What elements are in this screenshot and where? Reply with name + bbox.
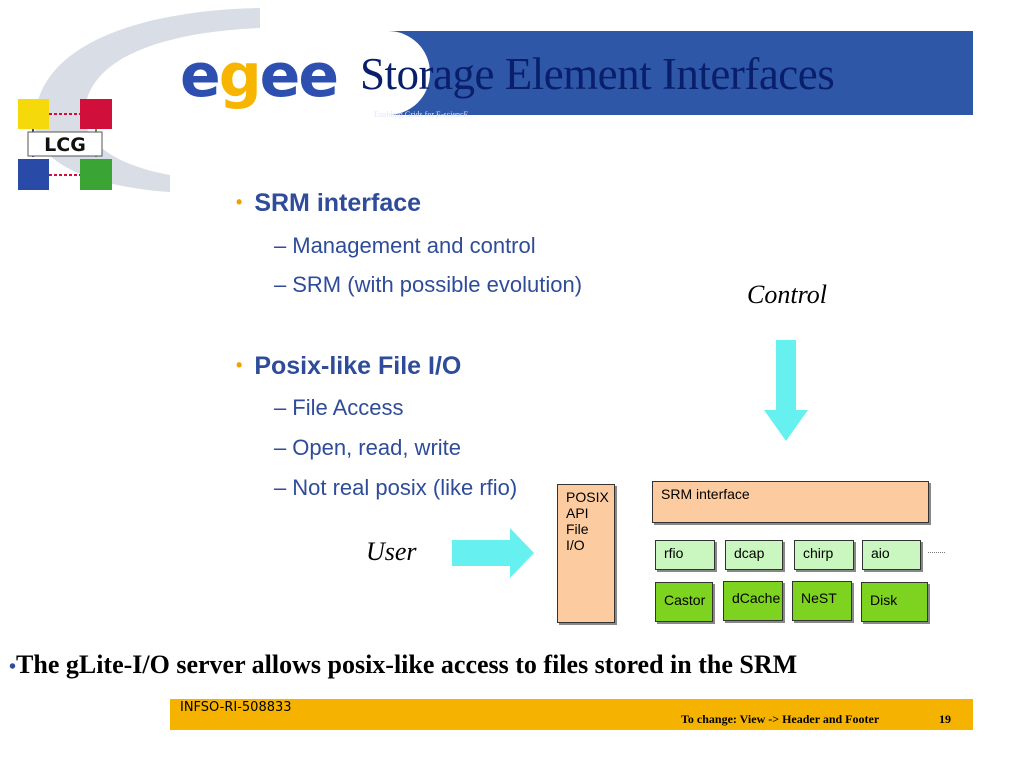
egee-logo: egee: [180, 41, 339, 111]
backend-castor-box: Castor: [655, 582, 713, 622]
posix-api-box: POSIX API File I/O: [557, 484, 615, 623]
dotted-continuation: [928, 552, 945, 553]
conclusion-statement: •The gLite-I/O server allows posix-like …: [9, 650, 798, 679]
slide-title: Storage Element Interfaces: [360, 49, 835, 99]
control-arrow-icon: [764, 340, 808, 441]
page-number: 19: [939, 712, 951, 726]
footer-bar: [170, 699, 973, 730]
user-label: User: [366, 537, 417, 566]
bullet-srm-interface: •SRM interface: [236, 189, 422, 217]
sub-bullet: –Management and control: [274, 233, 536, 258]
protocol-rfio-box: rfio: [655, 540, 715, 570]
title-bar: [330, 31, 973, 115]
srm-interface-box: SRM interface: [652, 481, 929, 523]
backend-nest-box: NeST: [792, 581, 852, 621]
title-logo-tab: [300, 31, 430, 115]
protocol-aio-box: aio: [862, 540, 921, 570]
backend-disk-box: Disk: [861, 582, 928, 622]
protocol-chirp-box: chirp: [794, 540, 854, 570]
sub-bullet: –File Access: [274, 395, 404, 420]
bullet-posix-file-io: •Posix-like File I/O: [236, 352, 462, 380]
sub-bullet: –Open, read, write: [274, 435, 461, 460]
lcg-logo-text: LCG: [44, 134, 86, 156]
lcg-logo: LCG: [18, 99, 112, 190]
sub-bullet: –Not real posix (like rfio): [274, 475, 518, 500]
backend-dcache-box: dCache: [723, 581, 783, 621]
footer-note: To change: View -> Header and Footer: [681, 712, 880, 726]
user-arrow-icon: [452, 528, 534, 578]
footer-project-id: INFSO-RI-508833: [180, 700, 292, 715]
control-label: Control: [747, 280, 827, 309]
tagline: Enabling Grids for E-sciencE: [374, 110, 469, 119]
sub-bullet: –SRM (with possible evolution): [274, 272, 583, 297]
protocol-dcap-box: dcap: [725, 540, 783, 570]
